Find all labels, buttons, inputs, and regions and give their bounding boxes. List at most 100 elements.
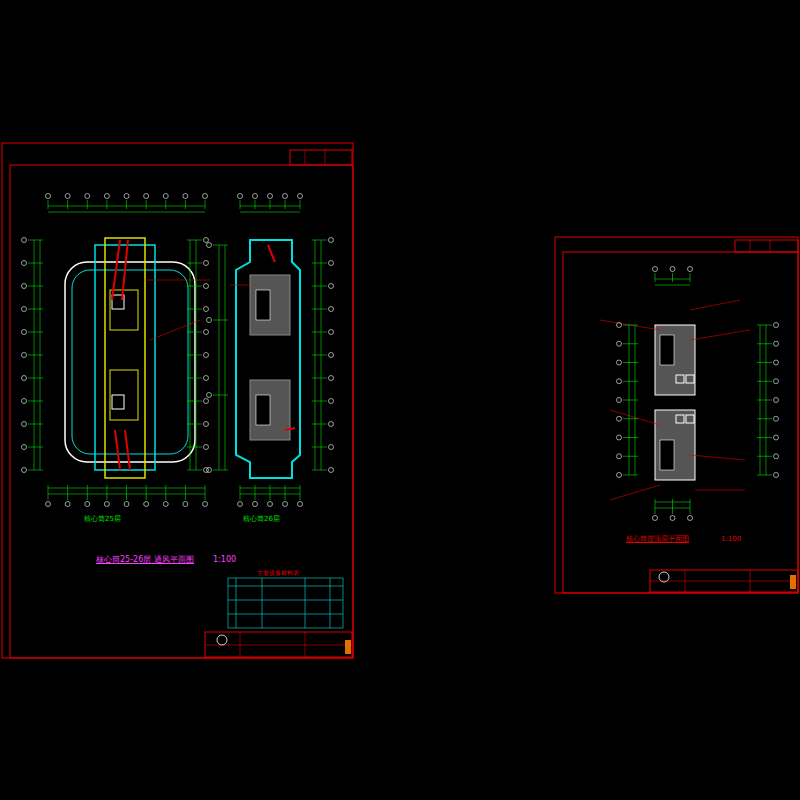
table-title: 主要设备材料表 xyxy=(256,570,300,577)
dimension-line xyxy=(312,263,327,264)
dimension-line xyxy=(672,273,673,282)
axis-bubble xyxy=(104,502,109,507)
dimension-line xyxy=(67,485,68,500)
axis-bubble xyxy=(298,194,303,199)
axis-bubble xyxy=(653,267,658,272)
axis-bubble xyxy=(22,261,27,266)
dimension-line xyxy=(655,285,690,286)
axis-bubble xyxy=(617,323,622,328)
axis-bubble xyxy=(65,502,70,507)
axis-bubble xyxy=(204,445,209,450)
axis-bubble xyxy=(207,393,212,398)
dimension-line xyxy=(623,418,638,419)
dimension-line xyxy=(187,424,202,425)
equipment-table xyxy=(228,578,343,628)
axis-bubble xyxy=(204,422,209,427)
dimension-line xyxy=(205,485,206,500)
axis-bubble xyxy=(617,454,622,459)
axis-bubble xyxy=(329,261,334,266)
dimension-line xyxy=(126,485,127,500)
dimension-line xyxy=(623,325,638,326)
dimension-line xyxy=(28,378,43,379)
axis-bubble xyxy=(283,502,288,507)
axis-bubble xyxy=(617,341,622,346)
axis-bubble xyxy=(124,502,129,507)
axis-bubble xyxy=(207,318,212,323)
title-block-lines xyxy=(205,150,798,657)
axis-bubble xyxy=(774,360,779,365)
dimension-line xyxy=(623,475,638,476)
axis-bubble xyxy=(204,353,209,358)
dimension-line xyxy=(146,200,147,209)
dimension-line xyxy=(623,456,638,457)
dimension-line xyxy=(757,400,772,401)
axis-bubble xyxy=(183,502,188,507)
axis-bubble xyxy=(144,502,149,507)
dimension-line xyxy=(187,470,202,471)
axis-bubble xyxy=(329,353,334,358)
dimension-line xyxy=(28,447,43,448)
dimension-line xyxy=(255,200,256,209)
drawing-title: 核心筒屋顶层平面图 xyxy=(625,536,690,544)
axis-bubble xyxy=(670,516,675,521)
axis-bubble xyxy=(204,330,209,335)
axis-bubble xyxy=(774,379,779,384)
axis-bubble xyxy=(22,238,27,243)
dimension-line xyxy=(187,332,202,333)
axis-bubble xyxy=(298,502,303,507)
axis-bubble xyxy=(329,399,334,404)
axis-bubble xyxy=(617,473,622,478)
dimension-line xyxy=(48,212,205,213)
axis-bubble xyxy=(617,398,622,403)
dimension-line xyxy=(312,378,327,379)
drawing-title: 核心筒25-26层 通风平面图 xyxy=(95,556,195,565)
dimension-line xyxy=(126,200,127,209)
dimension-line xyxy=(300,200,301,209)
axis-bubble xyxy=(22,330,27,335)
scale-label: 1:100 xyxy=(720,536,742,544)
axis-bubble xyxy=(204,307,209,312)
plan-26 xyxy=(230,240,300,478)
dimension-line xyxy=(690,499,691,514)
logo xyxy=(217,635,227,645)
dimension-line xyxy=(187,401,202,402)
drawing-title: 核心筒26层 xyxy=(242,516,281,524)
dimension-line xyxy=(240,212,300,213)
dimension-line xyxy=(213,395,228,396)
dimension-line xyxy=(312,401,327,402)
sheet-frames xyxy=(2,143,798,658)
dimension-line xyxy=(187,355,202,356)
dimension-line xyxy=(312,470,327,471)
axis-bubble xyxy=(204,261,209,266)
dimension-line xyxy=(28,401,43,402)
axis-bubble xyxy=(163,194,168,199)
axis-bubble xyxy=(774,341,779,346)
axis-bubble xyxy=(688,516,693,521)
dimension-line xyxy=(187,263,202,264)
axis-bubble xyxy=(670,267,675,272)
axis-bubble xyxy=(617,379,622,384)
dimension-line xyxy=(757,362,772,363)
dimension-line xyxy=(757,325,772,326)
axis-bubble xyxy=(329,307,334,312)
dimension-line xyxy=(300,485,301,500)
dimension-line xyxy=(312,355,327,356)
dimension-line xyxy=(757,437,772,438)
dimension-line xyxy=(165,485,166,500)
dimension-line xyxy=(28,263,43,264)
dimension-line xyxy=(28,332,43,333)
drawing-title: 核心筒25层 xyxy=(83,516,122,524)
dimension-line xyxy=(87,200,88,209)
axis-bubble xyxy=(238,194,243,199)
axis-bubble xyxy=(204,468,209,473)
dimension-line xyxy=(219,245,220,470)
axis-bubble xyxy=(329,422,334,427)
dimension-line xyxy=(185,485,186,500)
stamp xyxy=(345,640,351,654)
dimension-line xyxy=(623,437,638,438)
axis-bubble xyxy=(85,502,90,507)
dimension-line xyxy=(28,424,43,425)
axis-bubble xyxy=(329,468,334,473)
axis-bubble xyxy=(204,376,209,381)
